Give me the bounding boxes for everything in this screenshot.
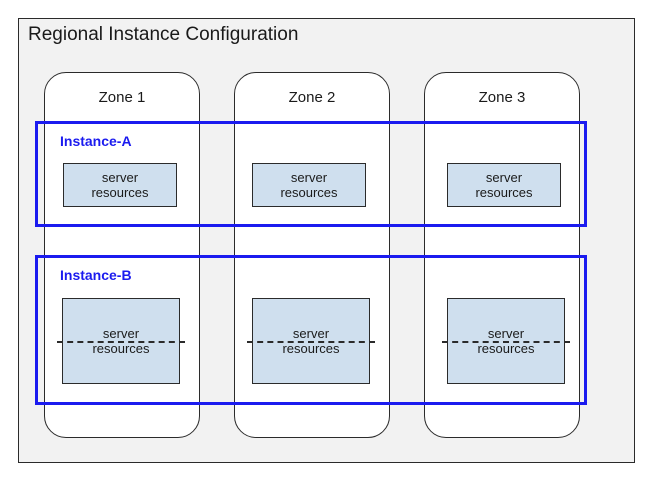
server-line-2: resources (91, 185, 149, 200)
split-divider-icon (442, 341, 570, 343)
server-resources-text: server resources (91, 170, 148, 200)
instance-band-b[interactable]: Instance-B (35, 255, 587, 405)
server-line-2: resources (475, 185, 533, 200)
zone-label-1: Zone 1 (98, 89, 146, 106)
server-resources-text: server resources (282, 326, 339, 356)
server-resources-a-zone3[interactable]: server resources (447, 163, 561, 207)
server-line-1: server (487, 326, 525, 341)
server-line-2: resources (92, 341, 150, 356)
server-line-2: resources (282, 341, 340, 356)
server-line-1: server (292, 326, 330, 341)
zone-label-3: Zone 3 (478, 89, 526, 106)
server-resources-b-zone3[interactable]: server resources (442, 298, 570, 384)
server-resources-text: server resources (475, 170, 532, 200)
split-divider-icon (57, 341, 185, 343)
instance-label-b: Instance-B (60, 267, 132, 283)
server-resources-a-zone1[interactable]: server resources (63, 163, 177, 207)
server-resources-text: server resources (92, 326, 149, 356)
split-divider-icon (247, 341, 375, 343)
server-line-1: server (290, 170, 328, 185)
instance-label-a: Instance-A (60, 133, 132, 149)
server-line-1: server (102, 326, 140, 341)
server-line-2: resources (477, 341, 535, 356)
zone-label-2: Zone 2 (288, 89, 336, 106)
server-resources-text: server resources (477, 326, 534, 356)
server-line-2: resources (280, 185, 338, 200)
server-line-1: server (101, 170, 139, 185)
instance-band-a[interactable]: Instance-A (35, 121, 587, 227)
server-resources-text: server resources (280, 170, 337, 200)
page-title: Regional Instance Configuration (28, 24, 299, 45)
server-resources-b-zone2[interactable]: server resources (247, 298, 375, 384)
server-resources-a-zone2[interactable]: server resources (252, 163, 366, 207)
server-line-1: server (485, 170, 523, 185)
server-resources-b-zone1[interactable]: server resources (57, 298, 185, 384)
